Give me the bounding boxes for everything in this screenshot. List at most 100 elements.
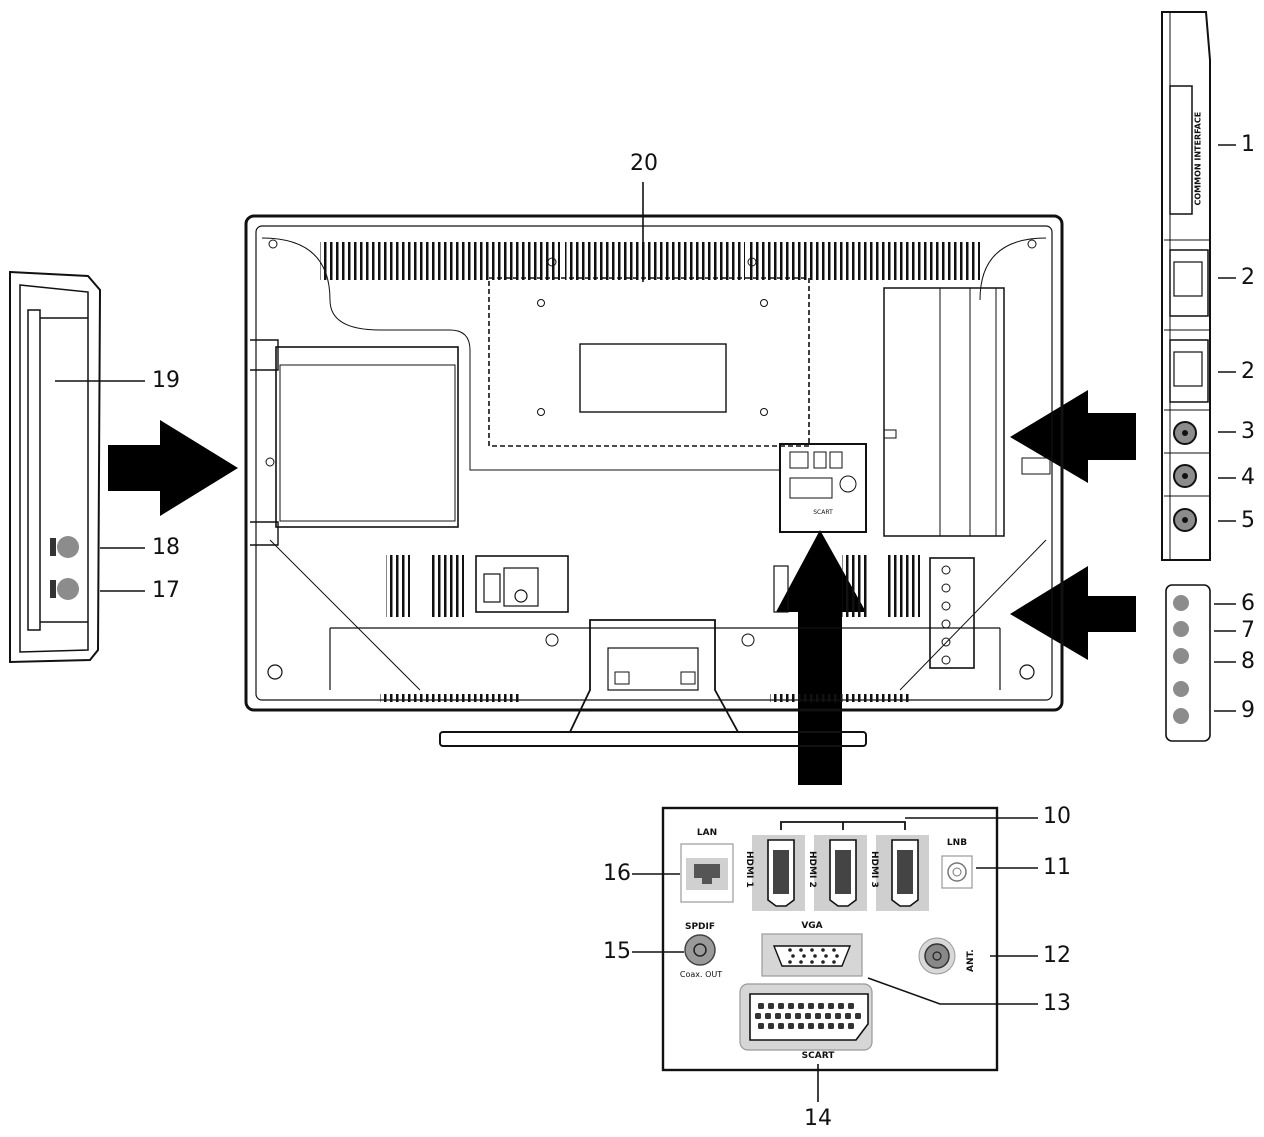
arrow-right-icon [108,420,238,516]
scart-pin [808,1023,814,1029]
right-side-jacks [1173,421,1197,532]
scart-pin [785,1013,791,1019]
spdif-label: SPDIF [684,922,716,932]
callout-10: 10 [1043,804,1071,829]
side-buttons-strip [1165,584,1211,742]
callout-9: 9 [1241,698,1255,723]
hdmi-2-label: HDMI 2 [807,851,817,888]
right-leader-lines [1214,144,1236,712]
hdmi-1-label: HDMI 1 [744,851,754,888]
vga-pin [832,960,836,964]
vga-pin [810,948,814,952]
scart-pin [815,1013,821,1019]
program-button-icon [1173,681,1189,697]
vga-pin [832,948,836,952]
scart-pin [828,1003,834,1009]
vga-pin [802,954,806,958]
vga-label: VGA [801,921,823,931]
scart-pin [828,1023,834,1029]
scart-pin [855,1013,861,1019]
callout-1: 1 [1241,132,1255,157]
scart-pin [805,1013,811,1019]
scart-pin [788,1023,794,1029]
scart-pin [798,1023,804,1029]
volume-button-icon [1173,648,1189,664]
tv-stand [380,619,910,747]
control-buttons-panel [929,557,975,669]
callout-20: 20 [630,151,658,176]
vga-pin [824,954,828,958]
callout-4: 4 [1241,465,1255,490]
callout-12: 12 [1043,943,1071,968]
arrow-left-lower-icon [1010,566,1136,660]
left-leader-lines [55,380,145,592]
scart-pin [838,1023,844,1029]
vga-pin [821,948,825,952]
vga-port [772,945,852,967]
callout-14: 14 [804,1106,832,1131]
hdmi-3-label: HDMI 3 [869,851,879,888]
scart-pin [825,1013,831,1019]
common-interface-label: COMMON INTERFACE [1193,111,1203,206]
vga-pin [791,954,795,958]
dvd-eject-button [57,578,79,600]
tv-back [244,214,1064,712]
direction-arrows [108,390,1136,785]
callout-6: 6 [1241,591,1255,616]
left-side-panel [9,270,102,664]
scart-pin [768,1003,774,1009]
scart-pin [818,1023,824,1029]
scart-pin [778,1003,784,1009]
scart-pin [808,1003,814,1009]
scart-pin [838,1003,844,1009]
scart-pin [845,1013,851,1019]
power-socket [475,555,569,613]
back-scart-label: SCART [813,509,833,516]
callout-13: 13 [1043,991,1071,1016]
callout-18: 18 [152,535,180,560]
lan-label: LAN [696,828,718,838]
scart-pin [755,1013,761,1019]
vga-pin [788,948,792,952]
arrow-left-upper-icon [1010,390,1136,483]
usb-port-1 [1169,249,1209,317]
right-side-strip [1161,11,1211,561]
vga-pin [835,954,839,958]
scart-pin [798,1003,804,1009]
scart-pin [848,1003,854,1009]
callout-11: 11 [1043,855,1071,880]
dvd-play-pause-button [57,536,79,558]
vga-pin [799,948,803,952]
scart-pin [848,1023,854,1029]
menu-button-icon [1173,708,1189,724]
lnb-label: LNB [946,838,968,848]
vga-pin [788,960,792,964]
callout-2b: 2 [1241,359,1255,384]
scart-pin [795,1013,801,1019]
scart-pin [758,1023,764,1029]
scart-pins [755,1003,861,1029]
usb-port-2 [1169,339,1209,403]
scart-pin [758,1003,764,1009]
standby-button-icon [1173,595,1189,611]
scart-pin [775,1013,781,1019]
dvd-buttons [50,536,79,600]
callout-19: 19 [152,368,180,393]
ant-label: ANT. [966,949,976,972]
common-interface-slot [1169,85,1193,215]
spdif-sub-label: Coax. OUT [679,970,723,979]
vga-pins [788,948,839,964]
source-button-icon [1173,621,1189,637]
callout-15: 15 [603,939,631,964]
vga-pin [821,960,825,964]
vga-pin [810,960,814,964]
vesa-mount-area [488,277,810,447]
callout-5: 5 [1241,508,1255,533]
scart-pin [835,1013,841,1019]
vga-pin [813,954,817,958]
callout-7: 7 [1241,618,1255,643]
scart-pin [765,1013,771,1019]
scart-pin [768,1023,774,1029]
scart-pin [818,1003,824,1009]
